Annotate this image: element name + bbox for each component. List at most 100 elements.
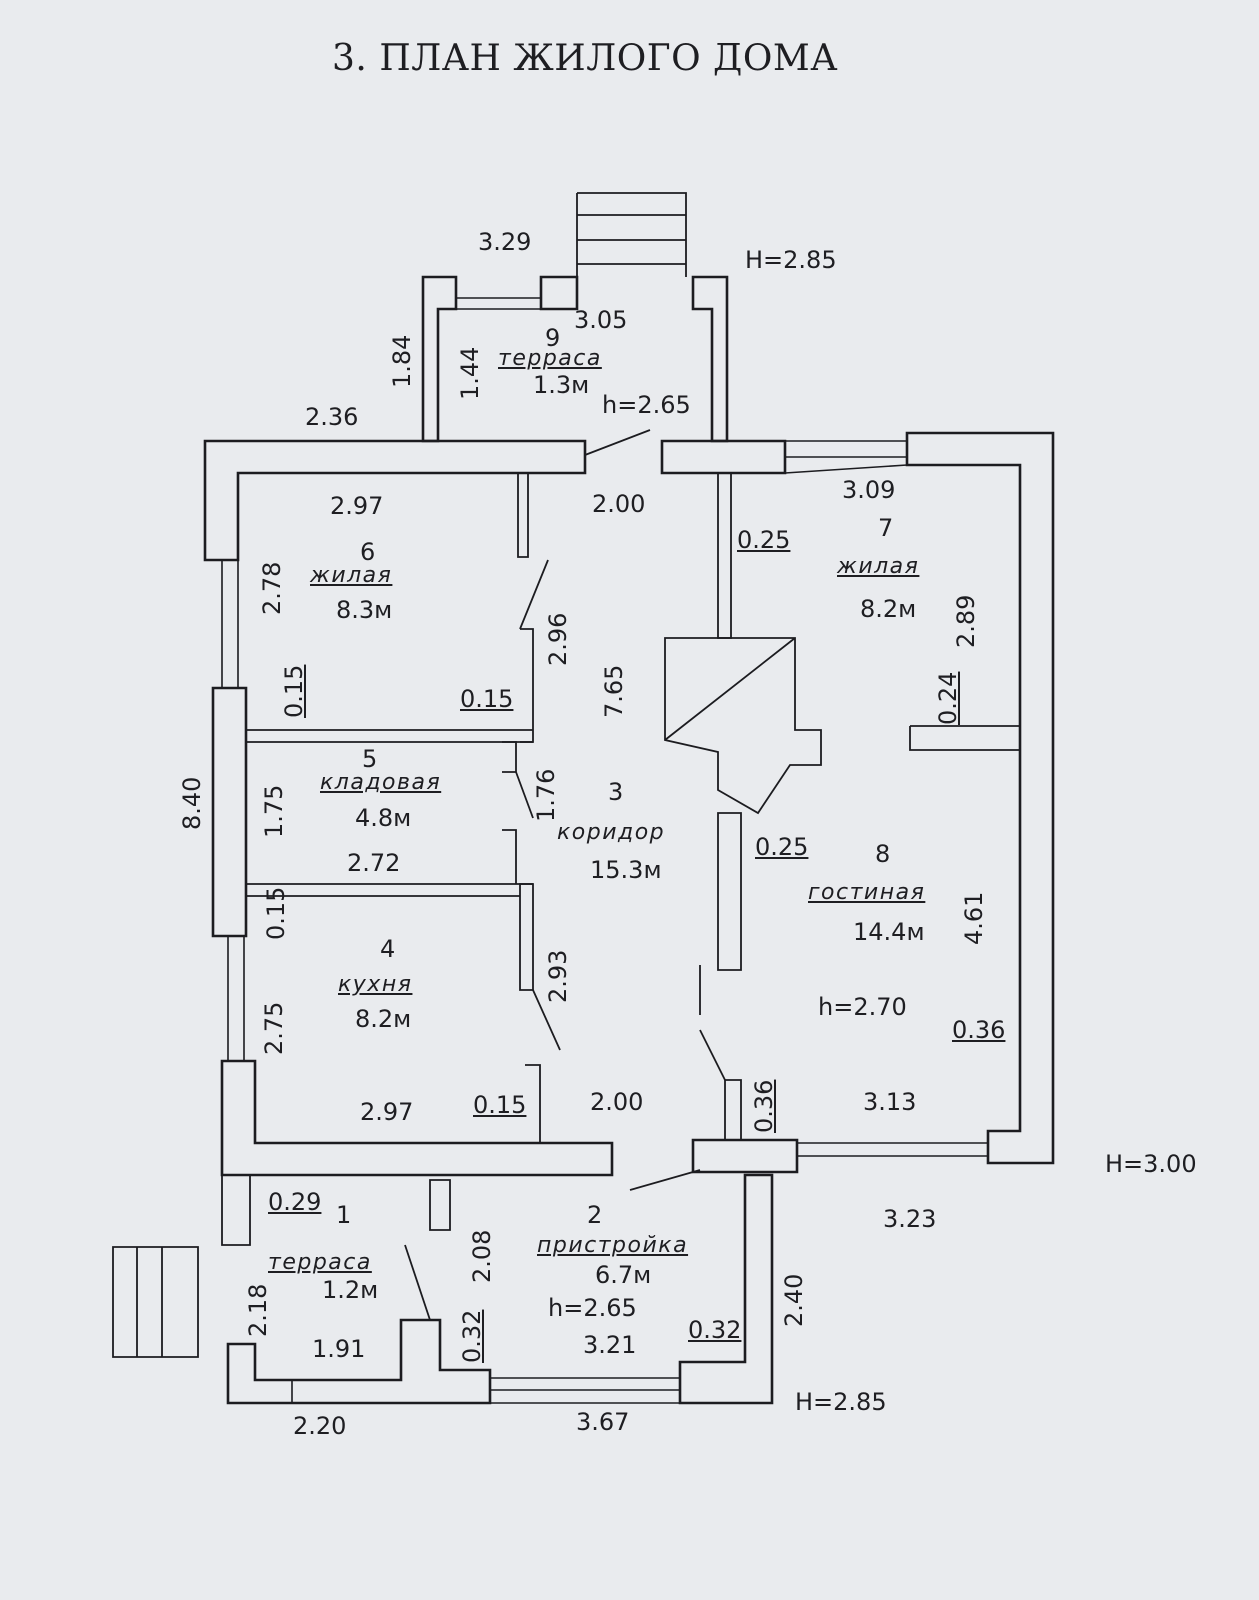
room-8-name: гостиная	[808, 880, 926, 905]
height-bottom: H=2.85	[795, 1388, 887, 1416]
dim-label: 0.15	[460, 685, 514, 713]
dim-label: 1.91	[312, 1335, 366, 1363]
height-top: H=2.85	[745, 246, 837, 274]
dim-label: 0.15	[473, 1091, 527, 1119]
room-9-num: 9	[545, 324, 561, 352]
door-swing-room4	[532, 989, 561, 1051]
door-swing-room5	[515, 771, 534, 819]
dim-label: 0.15	[280, 664, 308, 718]
room-4-num: 4	[380, 935, 396, 963]
partition-8-corridor	[717, 812, 742, 971]
dim-label: 7.65	[600, 664, 628, 718]
room-1-area: 1.2м	[322, 1276, 379, 1304]
dim-label: 2.75	[260, 1001, 288, 1055]
partition-7-8	[909, 725, 1020, 751]
dim-label: 0.25	[737, 526, 791, 554]
annex-left-wall	[221, 1175, 251, 1246]
plan-title: 3. ПЛАН ЖИЛОГО ДОМА	[332, 38, 838, 79]
dim-label: 1.84	[388, 334, 416, 388]
dim-label: 2.96	[544, 612, 572, 666]
door-swing-bottom	[629, 1169, 701, 1191]
dim-label: 0.29	[268, 1188, 322, 1216]
dim-label: 2.36	[305, 403, 359, 431]
room-2-area: 6.7м	[595, 1261, 652, 1289]
partition-8-stub	[724, 1079, 742, 1141]
dim-label: 0.36	[952, 1016, 1006, 1044]
dim-label: 0.24	[934, 671, 962, 725]
dim-label: 2.00	[592, 490, 646, 518]
dim-label: 3.29	[478, 228, 532, 256]
room-8-area: 14.4м	[853, 918, 925, 946]
dim-label: 2.89	[952, 594, 980, 648]
dim-label: 4.61	[960, 891, 988, 945]
dim-label: 1.76	[532, 768, 560, 822]
outer-wall-bottom-left	[220, 1059, 614, 1177]
annex-bottom-wall	[226, 1318, 492, 1405]
door-swing-corridor	[699, 965, 726, 1081]
dim-label: 2.93	[544, 949, 572, 1003]
room-9-name: терраса	[498, 346, 602, 371]
outer-wall-left	[203, 439, 587, 562]
partition-5-stub2	[502, 829, 517, 884]
annex-door	[404, 1244, 431, 1321]
dim-label: 3.21	[583, 1331, 637, 1359]
room-3-area: 15.3м	[590, 856, 662, 884]
partition-7-corridor	[717, 472, 732, 639]
stove	[664, 637, 822, 815]
annex-steps	[112, 1246, 199, 1358]
room-1-name: терраса	[268, 1250, 372, 1275]
room-4-name: кухня	[338, 972, 413, 997]
terrace-9-right-post	[691, 275, 729, 443]
room-9-area: 1.3м	[533, 371, 590, 399]
room-7-num: 7	[878, 514, 894, 542]
door-swing-room6	[519, 559, 549, 630]
dim-label: 0.15	[262, 886, 290, 940]
room-5-num: 5	[362, 745, 378, 773]
window-left-upper	[221, 560, 239, 688]
dim-label: 0.32	[688, 1316, 742, 1344]
terrace-9-steps	[576, 192, 687, 277]
dim-label: 2.18	[244, 1283, 272, 1337]
door-swing-top	[584, 429, 651, 456]
partition-6-corridor	[520, 628, 534, 743]
room-5-name: кладовая	[320, 770, 442, 795]
dim-label: 3.67	[576, 1408, 630, 1436]
room-5-area: 4.8м	[355, 804, 412, 832]
annex	[112, 1173, 774, 1405]
dim-label: 2.78	[258, 561, 286, 615]
partition-4-bottom	[525, 1064, 541, 1143]
annex-right-wall	[678, 1173, 774, 1405]
walls	[203, 429, 1055, 1191]
outer-wall-right	[905, 431, 1055, 1165]
dim-label: 2.72	[347, 849, 401, 877]
room-9-height: h=2.65	[602, 391, 691, 419]
room-6-num: 6	[360, 538, 376, 566]
room-6-name: жилая	[310, 563, 393, 588]
partition-5-stub	[502, 741, 517, 773]
dim-label: 0.32	[458, 1309, 486, 1363]
dim-label: 3.23	[883, 1205, 937, 1233]
dim-label: 2.20	[293, 1412, 347, 1440]
dim-label: 1.44	[456, 346, 484, 400]
dim-label: 1.75	[260, 784, 288, 838]
partition-6-stub	[517, 472, 529, 558]
annex-partition	[429, 1179, 451, 1231]
room-3-num: 3	[608, 778, 624, 806]
dim-label: 3.13	[863, 1088, 917, 1116]
dim-label: 0.25	[755, 833, 809, 861]
room-8-height: h=2.70	[818, 993, 907, 1021]
room-3-name: коридор	[557, 820, 666, 845]
terrace-9-mid-post	[539, 275, 579, 311]
partition-5-4	[245, 883, 533, 897]
room-4-area: 8.2м	[355, 1005, 412, 1033]
room-6-area: 8.3м	[336, 596, 393, 624]
room-7-name: жилая	[837, 554, 920, 579]
dim-label: 2.00	[590, 1088, 644, 1116]
terrace-9	[421, 192, 729, 443]
dim-label: 2.97	[330, 492, 384, 520]
room-8-num: 8	[875, 840, 891, 868]
terrace-9-rail	[456, 297, 541, 310]
dim-label: 3.05	[574, 306, 628, 334]
outer-wall-left-lower	[211, 686, 248, 938]
